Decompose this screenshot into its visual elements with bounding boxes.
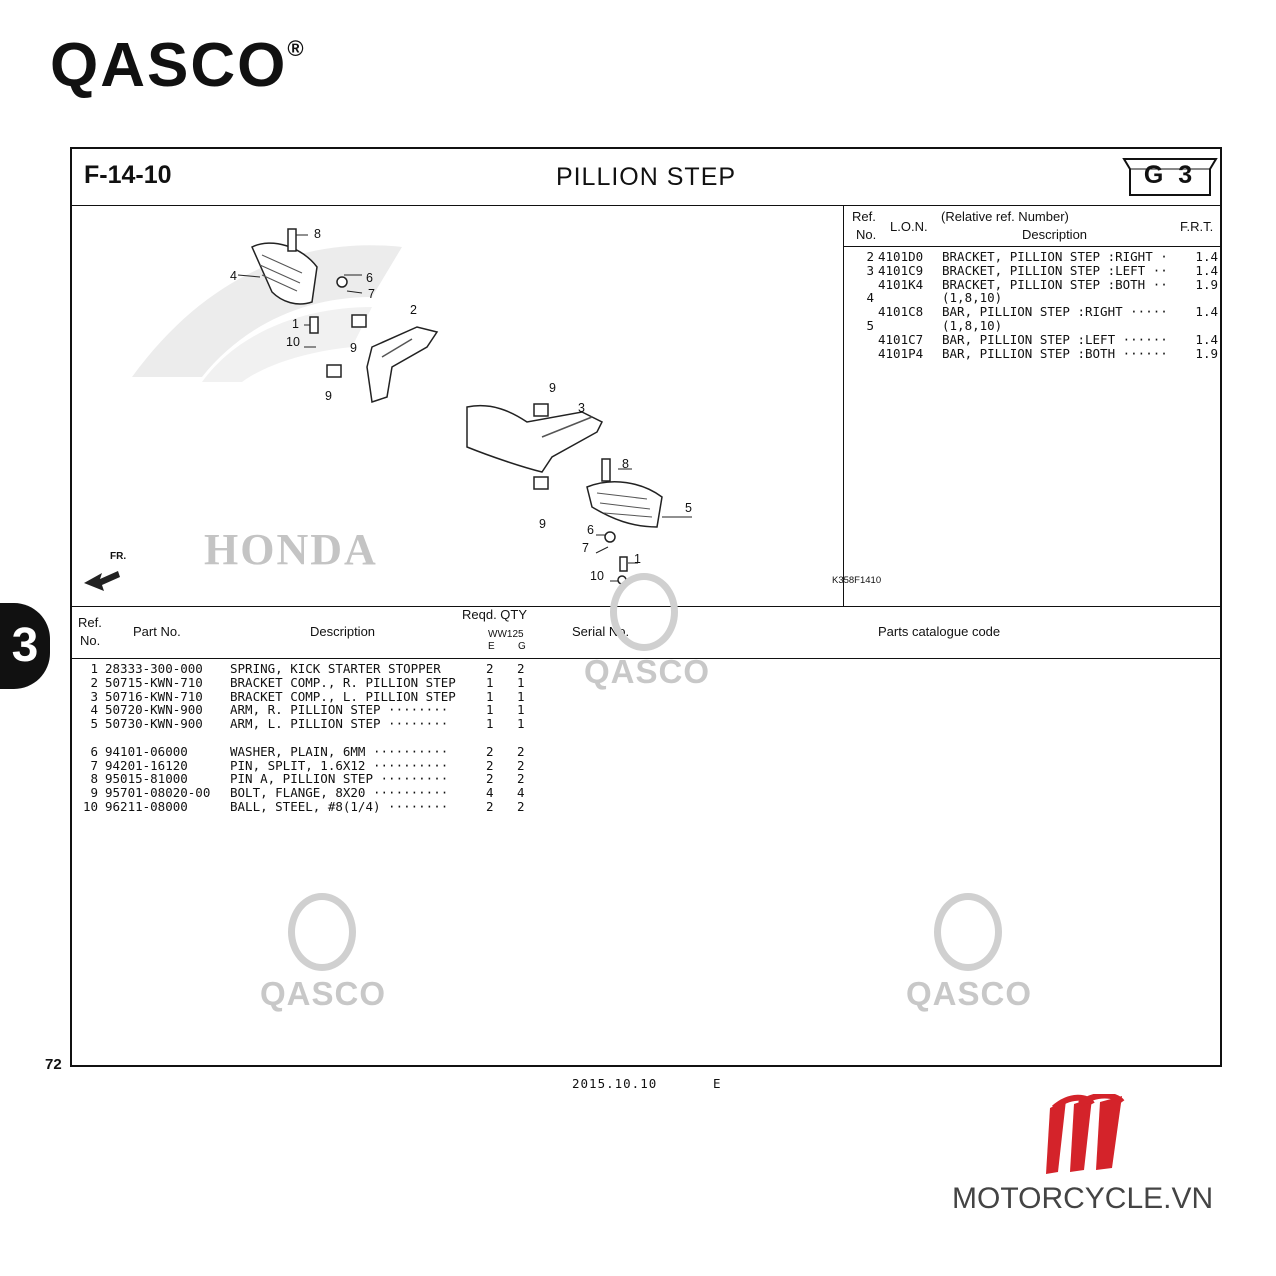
lon-header-ref: Ref. xyxy=(852,209,876,224)
right-bracket xyxy=(326,314,439,403)
front-arrow xyxy=(84,571,120,591)
callout-2: 2 xyxy=(410,303,417,317)
left-bracket xyxy=(466,403,604,490)
callout-3: 3 xyxy=(578,401,585,415)
callout-6: 6 xyxy=(587,523,594,537)
watermark-text: QASCO xyxy=(906,975,1033,1012)
print-date: 2015.10.10 xyxy=(572,1076,658,1091)
edition-code: E xyxy=(713,1076,721,1091)
group-badge-frame xyxy=(1122,158,1218,196)
qasco-logo: QASCO® xyxy=(50,31,306,100)
parts-header-reqd-qty: Reqd. QTY xyxy=(462,607,528,622)
callout-1: 1 xyxy=(292,317,299,331)
callout-10: 10 xyxy=(286,335,300,349)
parts-header-catalogue-code: Parts catalogue code xyxy=(878,624,1001,639)
watermark-ring xyxy=(934,893,1002,971)
right-footpeg xyxy=(251,228,348,334)
section-tab[interactable]: 3 xyxy=(0,603,50,689)
motorcycle-vn-logo-mark xyxy=(1046,1094,1125,1174)
parts-header-divider xyxy=(72,658,1220,659)
illustration-code: K358F1410 xyxy=(832,575,882,586)
callout-9: 9 xyxy=(539,517,546,531)
lon-header-description: Description xyxy=(1022,227,1088,242)
watermark-ring xyxy=(288,893,356,971)
callout-1: 1 xyxy=(634,552,641,566)
lon-header-frt: F.R.T. xyxy=(1180,219,1214,234)
front-label: FR. xyxy=(110,551,127,562)
watermark-text: QASCO xyxy=(260,975,387,1012)
callout-leaders xyxy=(237,234,692,582)
honda-watermark: HONDA xyxy=(204,525,378,574)
callout-8: 8 xyxy=(314,227,321,241)
parts-header-description: Description xyxy=(310,624,376,639)
diagram-svg xyxy=(84,228,692,591)
page-title: PILLION STEP xyxy=(555,163,737,191)
callout-6: 6 xyxy=(366,271,373,285)
callout-7: 7 xyxy=(368,287,375,301)
callout-9: 9 xyxy=(549,381,556,395)
illustration-divider xyxy=(843,205,844,607)
watermark-text: QASCO xyxy=(584,653,711,690)
lon-header-relative: (Relative ref. Number) xyxy=(941,209,1069,224)
parts-header-part-no: Part No. xyxy=(133,624,181,639)
parts-header-g: G xyxy=(518,641,526,652)
lon-col-description: BRACKET, PILLION STEP :RIGHT ·BRACKET, P… xyxy=(942,249,1168,361)
callout-9: 9 xyxy=(325,389,332,403)
group-badge: G 3 xyxy=(1143,161,1197,189)
parts-header-no: No. xyxy=(80,633,101,648)
callout-9: 9 xyxy=(350,341,357,355)
watermark-ring xyxy=(610,573,678,651)
callout-7: 7 xyxy=(582,541,589,555)
page-number: 72 xyxy=(45,1056,62,1073)
lon-header-divider xyxy=(844,246,1220,247)
callout-10: 10 xyxy=(590,569,604,583)
parts-header-model: WW125 xyxy=(488,629,524,640)
parts-header-e: E xyxy=(488,641,495,652)
parts-page-frame: F-14-10 PILLION STEP G 3 xyxy=(70,147,1222,1067)
left-footpeg xyxy=(586,458,663,585)
callout-4: 4 xyxy=(230,269,237,283)
parts-header-ref: Ref. xyxy=(78,615,102,630)
motorcycle-vn-brand: MOTORCYCLE.VN xyxy=(952,1182,1214,1215)
lon-header-no: No. xyxy=(856,227,877,242)
header-divider xyxy=(72,205,1220,206)
figure-number: F-14-10 xyxy=(84,161,172,189)
callout-8: 8 xyxy=(622,457,629,471)
lon-header-lon: L.O.N. xyxy=(890,219,928,234)
callout-5: 5 xyxy=(685,501,692,515)
